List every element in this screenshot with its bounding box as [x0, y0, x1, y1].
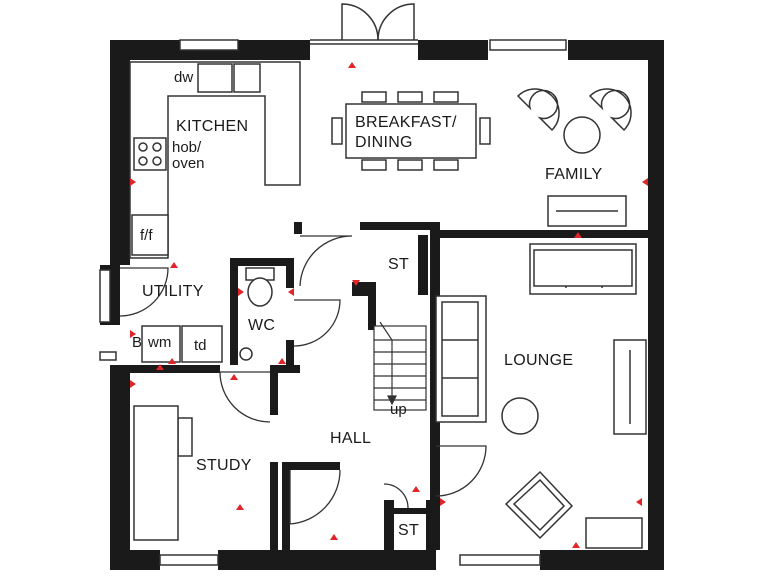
fridge-freezer-label: f/f	[140, 227, 153, 244]
hob-label-line1: hob/	[172, 139, 202, 156]
family-furniture	[516, 88, 632, 227]
boiler-label: B	[132, 334, 143, 351]
tumble-dryer-label: td	[194, 337, 207, 354]
family-label: FAMILY	[545, 166, 603, 183]
lounge-furniture	[435, 243, 647, 549]
power-markers	[130, 62, 648, 548]
study-label: STUDY	[196, 457, 252, 474]
store-upper-label: ST	[388, 256, 410, 273]
stairs	[373, 321, 427, 411]
dishwasher-label: dw	[174, 69, 194, 86]
stairs-up-label: up	[390, 401, 407, 418]
kitchen-label: KITCHEN	[176, 118, 249, 135]
dining-table	[331, 91, 491, 171]
hob-label-line2: oven	[172, 155, 205, 172]
utility-and-wc-fixtures	[99, 267, 275, 541]
hall-label: HALL	[330, 430, 372, 447]
kitchen-units	[129, 61, 301, 259]
wc-label: WC	[248, 317, 276, 334]
washing-machine-label: wm	[148, 334, 172, 351]
french-doors	[310, 3, 418, 45]
exterior-walls	[100, 40, 664, 570]
utility-label: UTILITY	[142, 283, 204, 300]
store-lower-label: ST	[398, 522, 420, 539]
windows	[99, 39, 567, 566]
lounge-label: LOUNGE	[504, 352, 574, 369]
breakfast-dining-label-line1: BREAKFAST/	[355, 114, 457, 131]
breakfast-dining-label-line2: DINING	[355, 134, 413, 151]
door-swings	[119, 235, 487, 525]
